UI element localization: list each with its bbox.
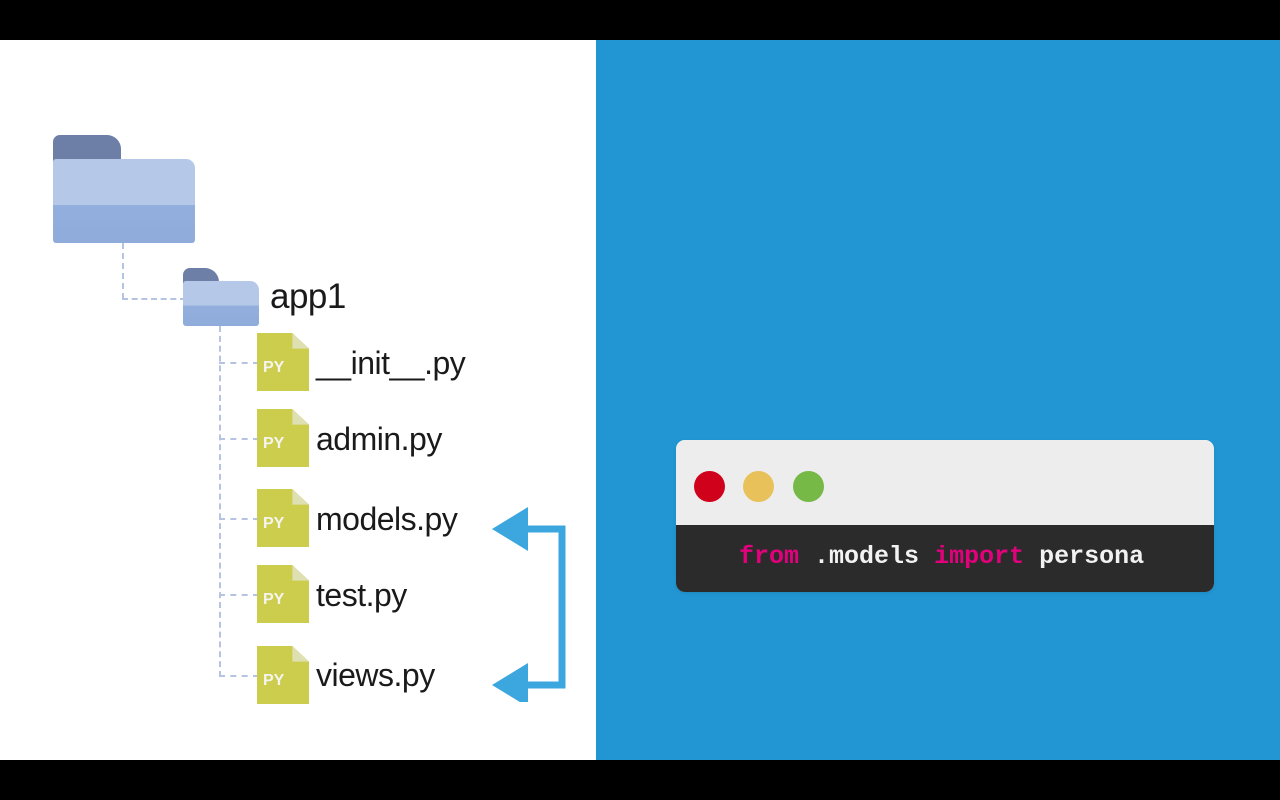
maximize-icon[interactable]: [793, 471, 824, 502]
file-label-views: views.py: [316, 657, 435, 693]
code-preview-panel: [596, 40, 1280, 760]
py-badge: PY: [263, 515, 285, 532]
code-window[interactable]: from .models import persona: [676, 440, 1214, 592]
code-token-space: [1024, 542, 1039, 571]
content-band: app1 PY __init__.py PY admin.py: [0, 40, 1280, 760]
tree-line-root-horizontal: [122, 298, 186, 300]
code-token-module: .models: [814, 542, 920, 571]
folder-body-shape: [183, 280, 259, 326]
minimize-icon[interactable]: [743, 471, 774, 502]
tree-line-root-vertical: [122, 243, 124, 299]
python-file-icon[interactable]: PY: [257, 646, 309, 704]
tree-line-branch: [219, 594, 259, 596]
root-folder-icon[interactable]: [53, 135, 195, 243]
file-label-test: test.py: [316, 577, 407, 613]
code-token-keyword-from: from: [739, 542, 800, 571]
code-token-symbol: persona: [1039, 542, 1145, 571]
code-line: from .models import persona: [739, 542, 1144, 571]
file-fold-corner: [292, 565, 309, 581]
tree-line-branch: [219, 362, 259, 364]
file-fold-corner: [292, 333, 309, 349]
python-file-icon[interactable]: PY: [257, 489, 309, 547]
code-token-space: [919, 542, 934, 571]
folder-app1-icon[interactable]: [183, 268, 259, 326]
py-badge: PY: [263, 591, 285, 608]
file-label-admin: admin.py: [316, 421, 442, 457]
python-file-icon[interactable]: PY: [257, 409, 309, 467]
file-fold-corner: [292, 409, 309, 425]
file-fold-corner: [292, 646, 309, 662]
folder-app1-label: app1: [270, 277, 346, 316]
file-fold-corner: [292, 489, 309, 505]
tree-line-branch: [219, 675, 259, 677]
code-window-titlebar[interactable]: [676, 440, 1214, 525]
close-icon[interactable]: [694, 471, 725, 502]
tree-line-branch: [219, 438, 259, 440]
code-token-keyword-import: import: [934, 542, 1025, 571]
file-tree-panel: app1 PY __init__.py PY admin.py: [0, 40, 596, 760]
folder-body-shape: [53, 158, 195, 243]
python-file-icon[interactable]: PY: [257, 333, 309, 391]
tree-line-branch: [219, 518, 259, 520]
letterbox-top: [0, 0, 1280, 40]
code-editor-body[interactable]: from .models import persona: [676, 525, 1214, 592]
python-file-icon[interactable]: PY: [257, 565, 309, 623]
py-badge: PY: [263, 359, 285, 376]
letterbox-bottom: [0, 760, 1280, 800]
file-label-init: __init__.py: [316, 345, 466, 381]
py-badge: PY: [263, 672, 285, 689]
py-badge: PY: [263, 435, 285, 452]
tree-line-app1-spine: [219, 326, 221, 677]
file-label-models: models.py: [316, 501, 458, 537]
code-token-space: [799, 542, 814, 571]
